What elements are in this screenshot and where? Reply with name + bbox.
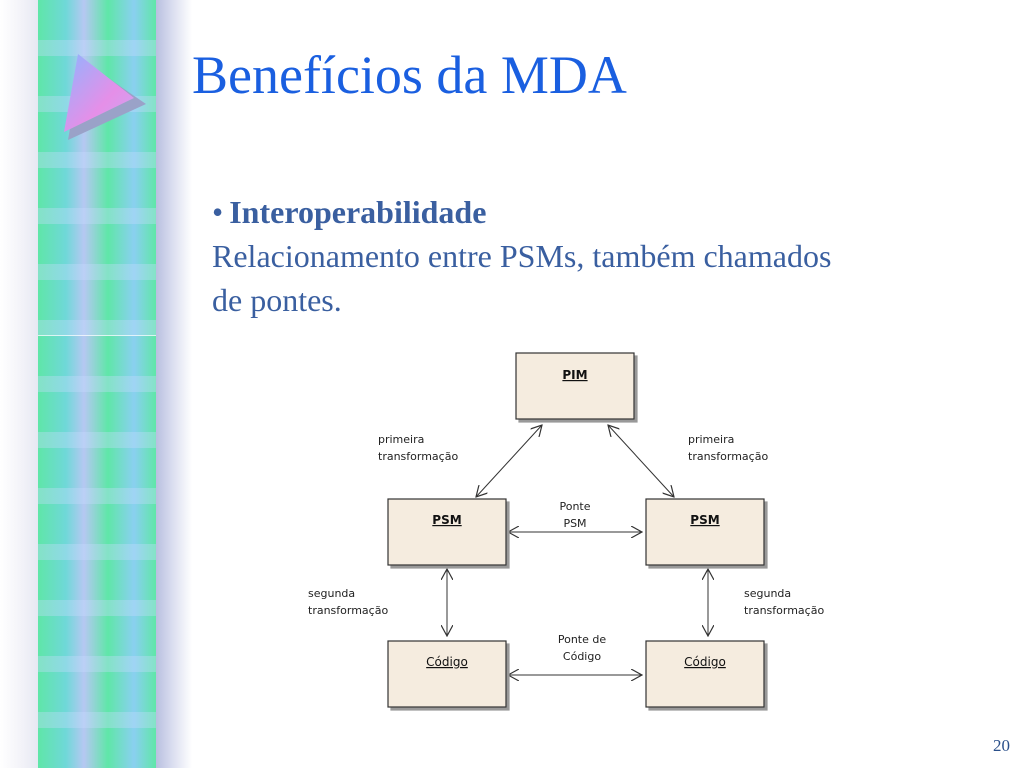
- label-first-right-2: transformação: [688, 450, 768, 463]
- node-psm-right: PSM: [645, 498, 765, 566]
- label-second-right-1: segunda: [744, 587, 791, 600]
- bullet-heading-text: Interoperabilidade: [229, 194, 487, 230]
- label-bridge-psm-1: Ponte: [559, 500, 590, 513]
- node-psm-right-label: PSM: [690, 513, 719, 527]
- node-pim: PIM: [515, 352, 635, 420]
- mda-bridges-diagram: PIM PSM PSM Código Código primeira trans…: [308, 352, 824, 708]
- node-psm-left-label: PSM: [432, 513, 461, 527]
- node-psm-left: PSM: [387, 498, 507, 566]
- edge-pim-psm-left: [476, 425, 542, 497]
- node-pim-label: PIM: [562, 368, 587, 382]
- node-code-left: Código: [387, 640, 507, 708]
- label-first-right-1: primeira: [688, 433, 734, 446]
- left-margin-shade: [0, 0, 38, 768]
- edge-pim-psm-right: [608, 425, 674, 497]
- triangle-logo-icon: [64, 54, 146, 140]
- bullet-marker: •: [212, 194, 224, 230]
- label-first-left-2: transformação: [378, 450, 458, 463]
- label-bridge-code-2: Código: [563, 650, 601, 663]
- strip-gradient-shade: [156, 0, 192, 768]
- label-bridge-psm-2: PSM: [563, 517, 586, 530]
- label-bridge-code-1: Ponte de: [558, 633, 607, 646]
- node-code-right-label: Código: [684, 655, 726, 669]
- page-number: 20: [993, 736, 1010, 755]
- bullet-heading: •Interoperabilidade: [212, 190, 1002, 234]
- label-first-left-1: primeira: [378, 433, 424, 446]
- node-code-left-label: Código: [426, 655, 468, 669]
- bullet-body-line-1: Relacionamento entre PSMs, também chamad…: [212, 238, 832, 274]
- bullet-body-line-2: de pontes.: [212, 282, 342, 318]
- label-second-right-2: transformação: [744, 604, 824, 617]
- page-title: Benefícios da MDA: [192, 45, 627, 105]
- label-second-left-1: segunda: [308, 587, 355, 600]
- bullet-block: •Interoperabilidade Relacionamento entre…: [212, 190, 1002, 322]
- decorative-side-strip: [38, 0, 156, 768]
- label-second-left-2: transformação: [308, 604, 388, 617]
- node-code-right: Código: [645, 640, 765, 708]
